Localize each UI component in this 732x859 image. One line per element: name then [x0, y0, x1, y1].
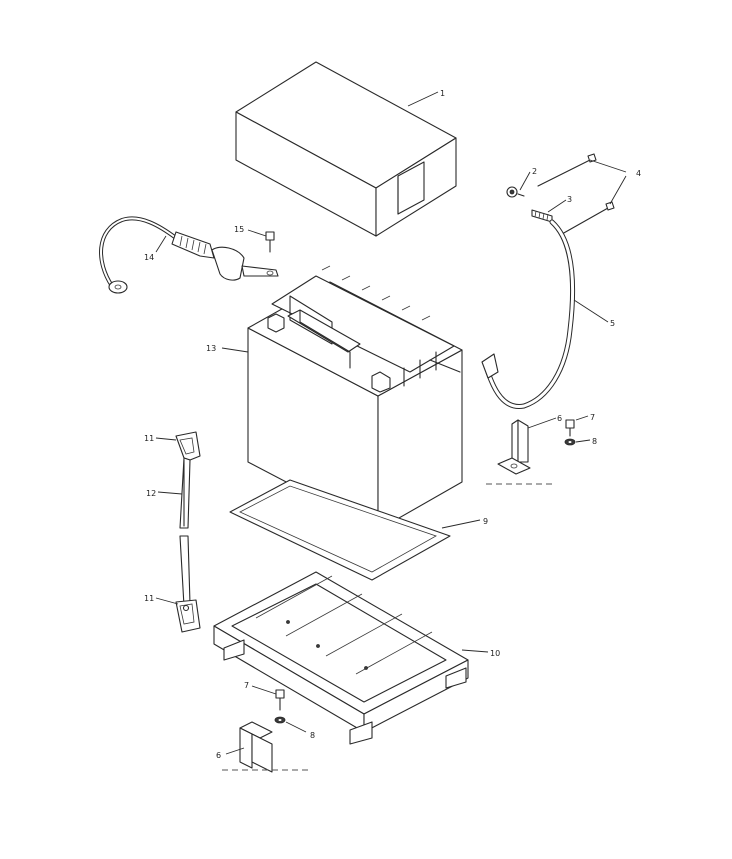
callout-4: 4 — [636, 169, 641, 178]
callout-11: 11 — [144, 594, 154, 603]
leader-lines — [155, 91, 627, 755]
callout-11: 11 — [144, 434, 154, 443]
battery-pad — [229, 479, 451, 581]
callout-7: 7 — [244, 681, 249, 690]
positive-cable — [481, 219, 576, 409]
callout-6: 6 — [216, 751, 221, 760]
callout-15: 15 — [234, 225, 244, 234]
hold-down-bracket-lower — [222, 689, 312, 773]
battery — [247, 265, 463, 531]
callout-5: 5 — [610, 319, 615, 328]
callout-8: 8 — [310, 731, 315, 740]
callout-14: 14 — [144, 253, 154, 262]
callout-13: 13 — [206, 344, 216, 353]
callout-10: 10 — [490, 649, 500, 658]
callout-9: 9 — [483, 517, 488, 526]
callout-8: 8 — [592, 437, 597, 446]
negative-cable — [99, 216, 279, 294]
callout-2: 2 — [532, 167, 537, 176]
callout-7: 7 — [590, 413, 595, 422]
callout-12: 12 — [146, 489, 156, 498]
battery-tray — [213, 571, 469, 745]
terminal-hardware — [506, 153, 615, 235]
callout-3: 3 — [567, 195, 572, 204]
callout-6: 6 — [557, 414, 562, 423]
hold-down-bracket-right — [486, 419, 576, 485]
battery-cover — [235, 61, 457, 237]
hold-down-strap — [175, 431, 201, 633]
callout-1: 1 — [440, 89, 445, 98]
bolt-15 — [265, 231, 275, 253]
callout-labels: 1 2 3 4 5 6 7 8 9 10 11 12 11 13 14 15 7… — [144, 89, 641, 760]
